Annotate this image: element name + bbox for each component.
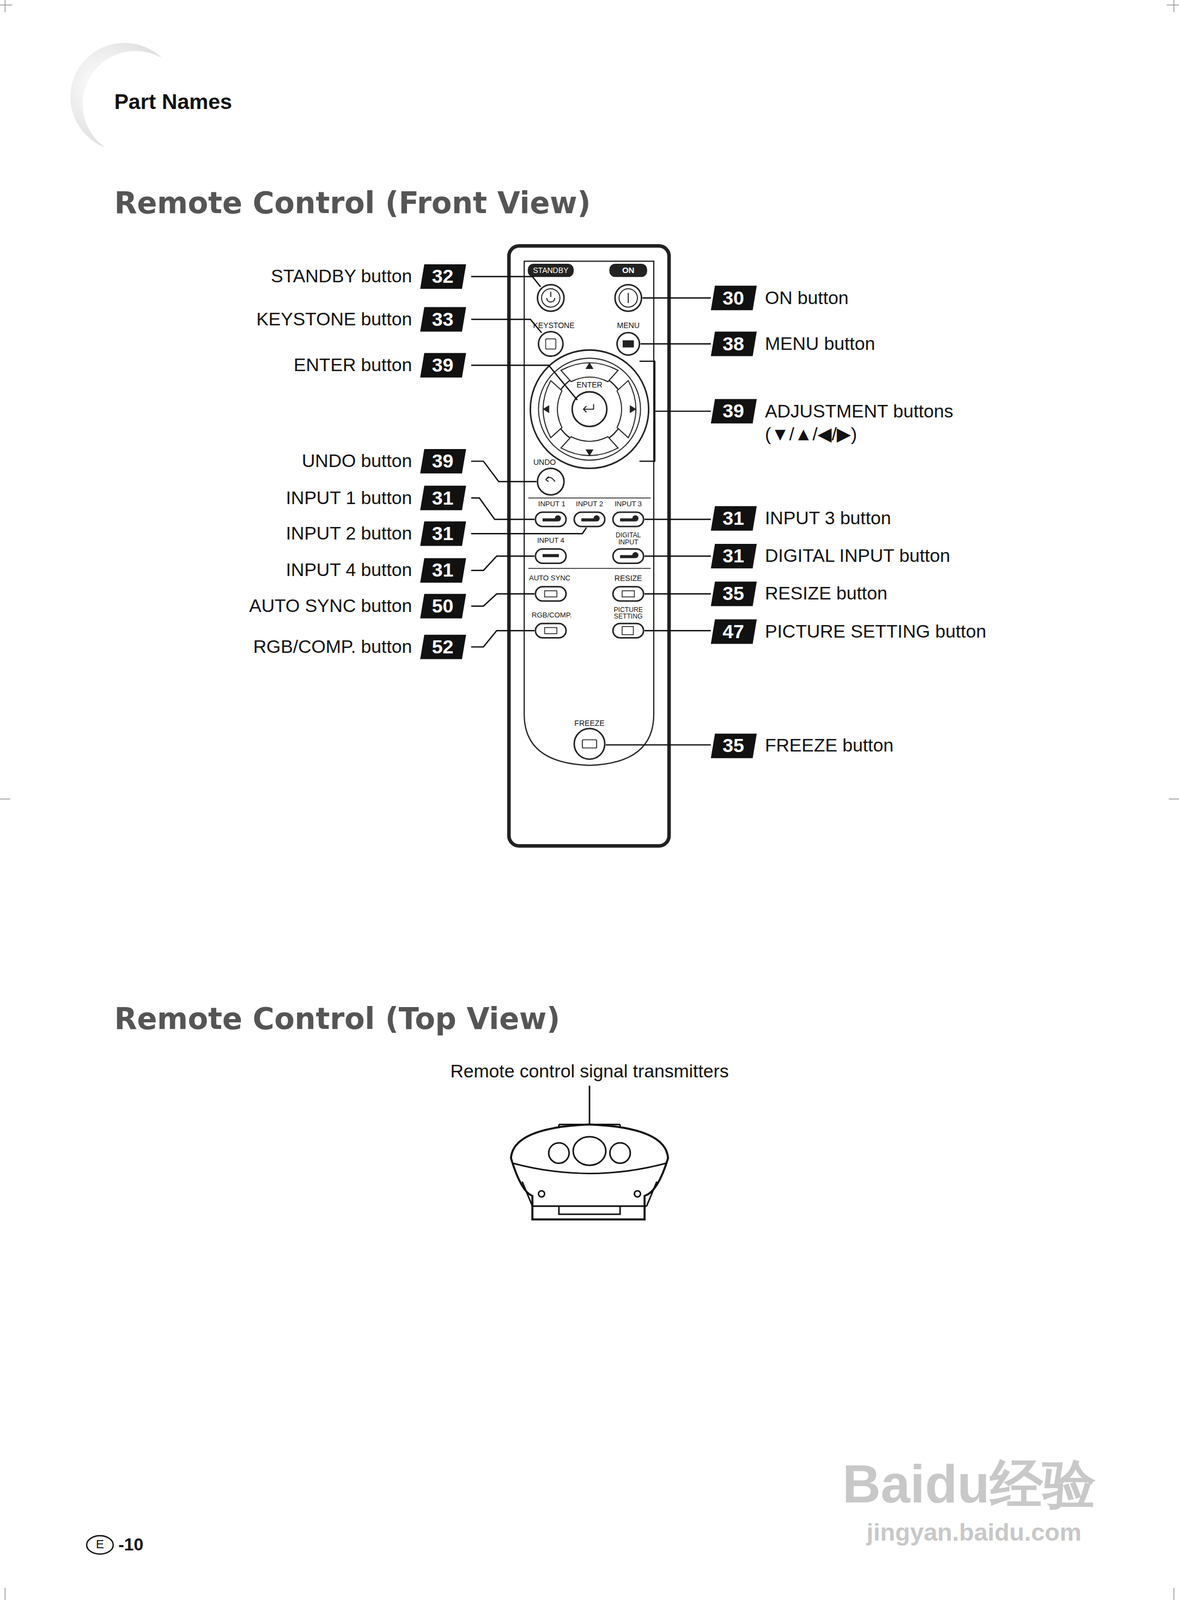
button-label: INPUT 4: [537, 536, 565, 545]
part-name: STANDBY button: [270, 265, 412, 288]
button-label: DIGITAL INPUT: [610, 531, 646, 545]
part-name: UNDO button: [301, 450, 412, 472]
callout-number: 39: [432, 354, 454, 377]
button-label: MENU: [616, 320, 640, 330]
callout-number: 38: [722, 332, 745, 355]
page-heading: Part Names: [114, 89, 233, 115]
callout-number: 31: [432, 558, 454, 582]
callout-number: 35: [722, 734, 745, 757]
callout-number: 31: [722, 507, 745, 530]
page-region: E: [95, 1536, 105, 1552]
button-label: FREEZE: [574, 718, 605, 728]
button-label: KEYSTONE: [532, 320, 575, 330]
part-name: INPUT 1 button: [286, 487, 413, 509]
part-name: INPUT 4 button: [286, 559, 413, 581]
button-label: ON: [622, 265, 635, 275]
part-name: KEYSTONE button: [256, 308, 412, 331]
watermark: jingyan.baidu.com: [866, 1517, 1082, 1547]
callout-number: 50: [432, 594, 454, 617]
callout-number: 47: [722, 620, 745, 643]
button-label: STANDBY: [532, 265, 569, 275]
button-label: UNDO: [533, 457, 556, 467]
page-number: -10: [118, 1534, 144, 1555]
button-label: RGB/COMP.: [531, 610, 572, 619]
callout-number: 32: [432, 265, 454, 288]
button-label: ENTER: [576, 380, 603, 390]
part-name: ENTER button: [293, 354, 412, 376]
button-label: PICTURE SETTING: [609, 606, 648, 620]
callout-number: 35: [722, 582, 745, 605]
part-name: FREEZE button: [764, 734, 894, 757]
button-label: RESIZE: [614, 573, 643, 583]
callout-number: 52: [432, 635, 454, 658]
part-name: PICTURE SETTING button: [764, 620, 987, 642]
part-name: ON button: [764, 287, 849, 309]
part-name: INPUT 3 button: [764, 507, 892, 530]
part-name: RGB/COMP. button: [253, 635, 412, 658]
part-name: MENU button: [764, 332, 875, 355]
callout-number: 39: [432, 450, 454, 473]
button-label: AUTO SYNC: [529, 574, 571, 583]
button-label: INPUT 3: [614, 499, 642, 508]
callout-number: 33: [432, 307, 454, 331]
callout-number: 30: [722, 286, 745, 309]
part-name: AUTO SYNC button: [248, 595, 412, 617]
callout-number: 31: [722, 544, 745, 568]
part-name: Remote control signal transmitters: [450, 1060, 729, 1082]
part-name: RESIZE button: [764, 582, 888, 605]
callout-number: 31: [432, 486, 454, 509]
section-heading: Remote Control (Top View): [114, 1001, 561, 1036]
part-name: ADJUSTMENT buttons (▼/▲/◀/▶): [764, 399, 984, 446]
section-heading: Remote Control (Front View): [114, 185, 592, 220]
callout-number: 31: [432, 522, 454, 545]
button-label: INPUT 1: [538, 499, 566, 508]
part-name: DIGITAL INPUT button: [764, 545, 951, 567]
watermark: Baidu经验: [842, 1453, 1096, 1515]
callout-number: 39: [722, 399, 745, 423]
button-label: INPUT 2: [575, 499, 604, 508]
part-name: INPUT 2 button: [286, 523, 413, 545]
